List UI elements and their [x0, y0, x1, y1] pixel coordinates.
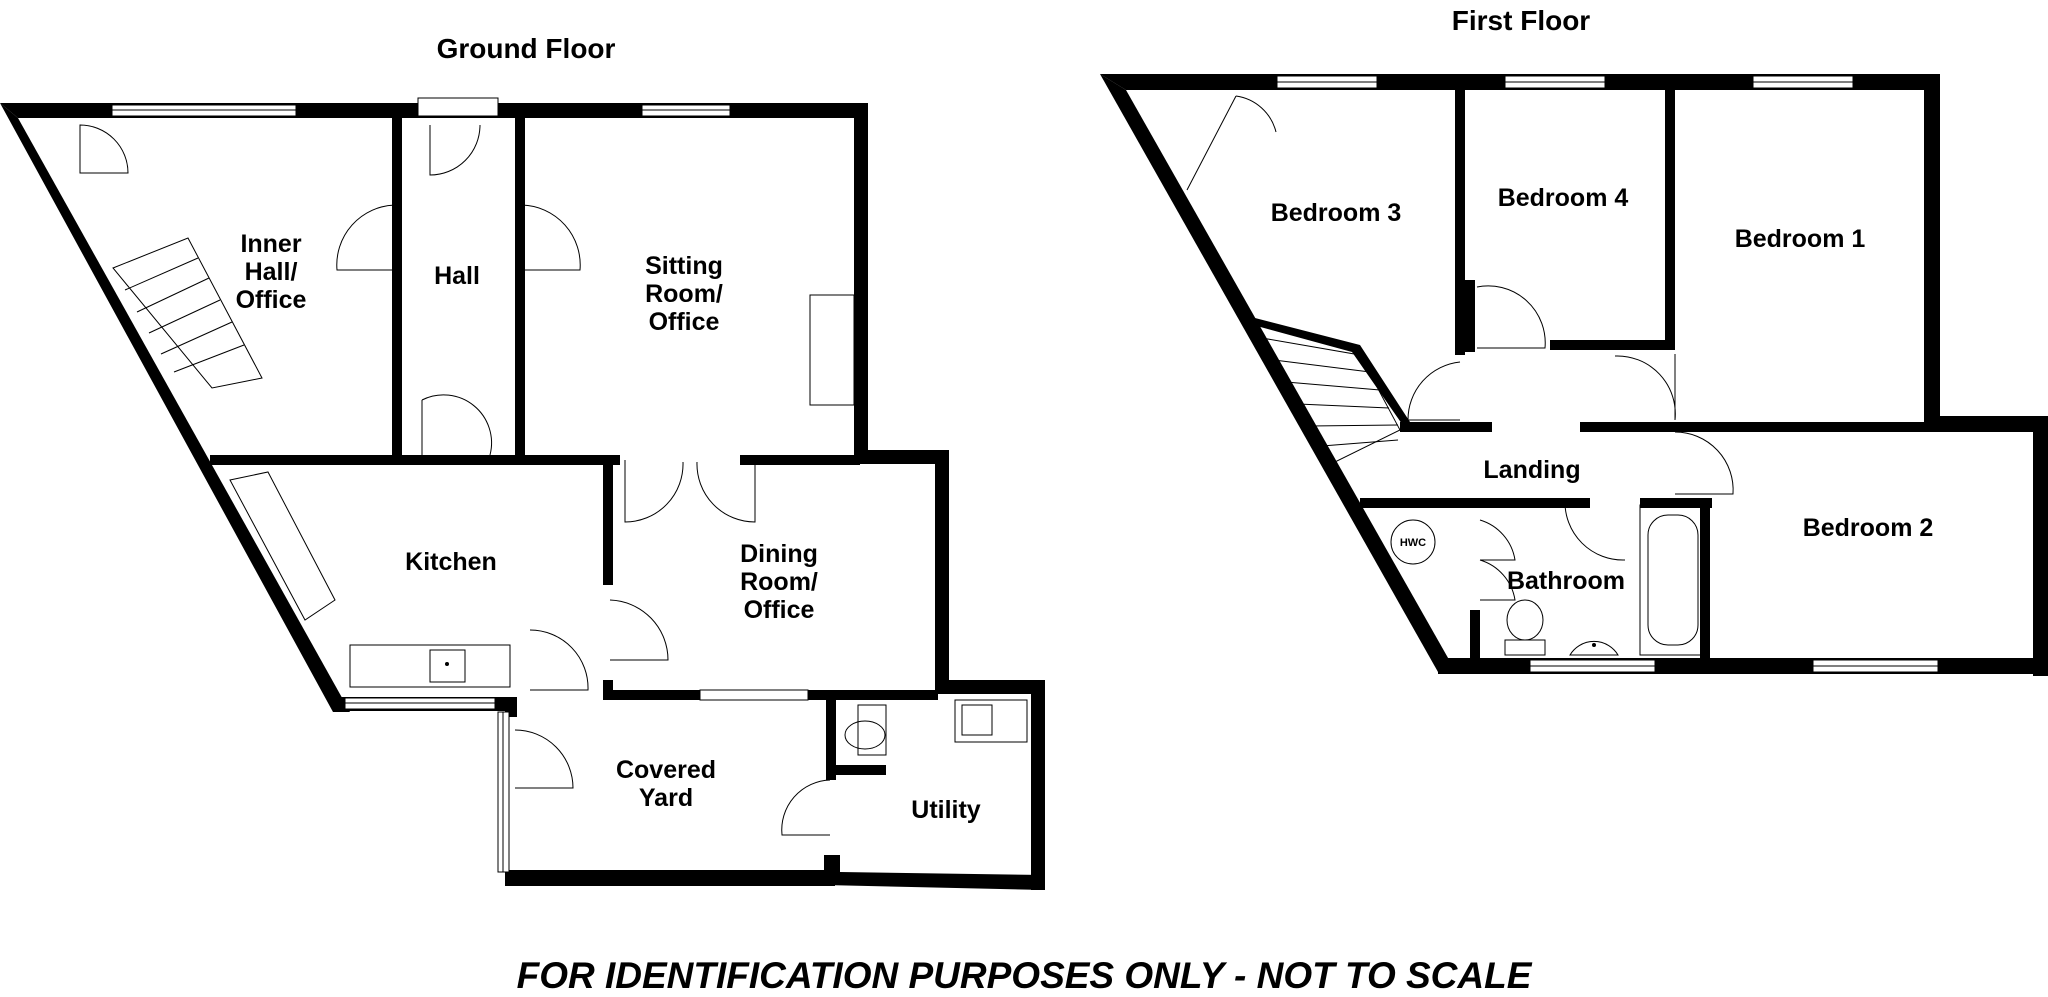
ground-floor-title: Ground Floor	[437, 33, 616, 64]
room-label-bedroom-4: Bedroom 4	[1498, 184, 1629, 212]
room-label-utility: Utility	[911, 796, 981, 824]
first-floor-doors	[1186, 95, 1734, 601]
room-label-dining-2: Room/	[740, 568, 818, 596]
room-label-hall: Hall	[434, 262, 480, 290]
ground-floor-windows	[111, 97, 809, 873]
disclaimer-footer: FOR IDENTIFICATION PURPOSES ONLY - NOT T…	[516, 955, 1532, 996]
ground-floor-walls	[0, 103, 1045, 890]
hot-water-cylinder-icon	[1390, 519, 1436, 565]
room-label-bedroom-1: Bedroom 1	[1735, 225, 1866, 253]
room-label-bedroom-2: Bedroom 2	[1803, 514, 1934, 542]
ground-floor-stairs	[112, 237, 263, 389]
first-floor-windows	[1276, 75, 1939, 673]
room-label-landing: Landing	[1483, 456, 1580, 484]
room-label-kitchen: Kitchen	[405, 548, 497, 576]
room-label-bedroom-3: Bedroom 3	[1271, 199, 1402, 227]
ground-floor-plan: Ground Floor	[0, 33, 1045, 890]
room-label-covered-1: Covered	[616, 756, 716, 784]
first-floor-plan: First Floor	[1100, 5, 2048, 676]
first-floor-stairs	[1261, 337, 1401, 463]
ground-floor-doors	[79, 124, 831, 836]
ground-floor-fixtures	[229, 294, 1028, 756]
room-label-sitting-1: Sitting	[645, 252, 723, 280]
room-label-inner-hall-2: Hall/	[245, 258, 298, 286]
room-label-sitting-2: Room/	[645, 280, 723, 308]
room-label-dining-3: Office	[744, 596, 815, 624]
hwc-label: HWC	[1400, 537, 1426, 549]
room-label-sitting-3: Office	[649, 308, 720, 336]
first-floor-fixtures: HWC	[1390, 504, 1706, 656]
first-floor-title: First Floor	[1452, 5, 1591, 36]
room-label-inner-hall-1: Inner	[240, 230, 301, 258]
room-label-dining-1: Dining	[740, 540, 818, 568]
room-label-bathroom: Bathroom	[1507, 567, 1625, 595]
room-label-covered-2: Yard	[639, 784, 693, 812]
room-label-inner-hall-3: Office	[236, 286, 307, 314]
